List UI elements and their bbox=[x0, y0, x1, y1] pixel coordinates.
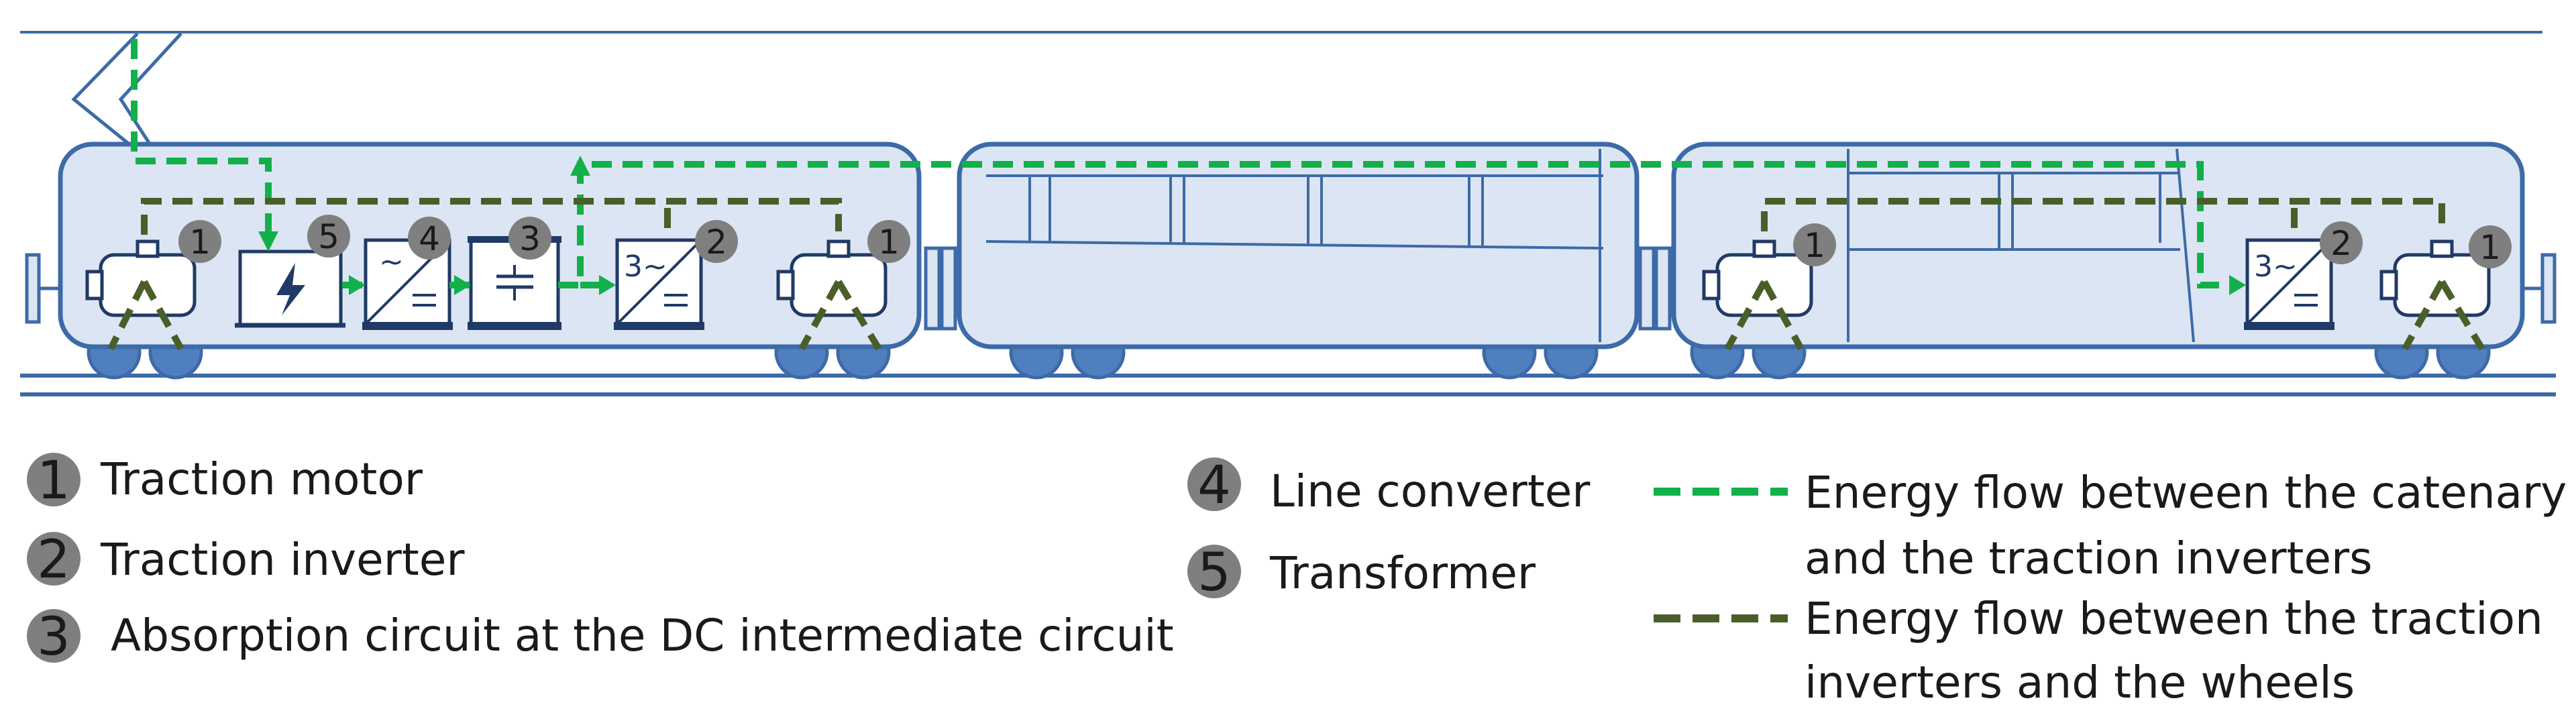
pantograph-arm bbox=[118, 32, 182, 152]
svg-text:2: 2 bbox=[2330, 224, 2352, 263]
line-converter-ac-symbol: ~ bbox=[379, 245, 404, 279]
legend-label-absorption-circuit: Absorption circuit at the DC intermediat… bbox=[111, 610, 1174, 661]
legend-item-2: 2 Traction inverter bbox=[27, 530, 465, 590]
pantograph bbox=[71, 32, 139, 152]
car-2-windows bbox=[985, 149, 1604, 342]
legend-flow-catenary: Energy flow between the catenary and the… bbox=[1654, 467, 2567, 584]
svg-text:1: 1 bbox=[37, 451, 70, 511]
legend-flow-wheels: Energy flow between the traction inverte… bbox=[1654, 593, 2543, 708]
svg-text:2: 2 bbox=[37, 530, 70, 590]
legend-item-1: 1 Traction motor bbox=[27, 451, 423, 511]
legend-item-5: 5 Transformer bbox=[1187, 543, 1536, 603]
coupler-mid-1 bbox=[924, 246, 957, 331]
legend-label-traction-motor: Traction motor bbox=[100, 453, 423, 505]
coupler-mid-2 bbox=[1638, 246, 1672, 331]
legend-label-transformer: Transformer bbox=[1269, 547, 1536, 599]
inverter-2-symbol: 3~ bbox=[2254, 250, 2298, 284]
badge-transformer: 5 bbox=[307, 215, 350, 258]
inverter-1-symbol: 3~ bbox=[624, 250, 667, 284]
badge-absorption: 3 bbox=[508, 217, 551, 260]
badge-inverter-1: 2 bbox=[695, 220, 738, 263]
svg-text:Energy flow between the tracti: Energy flow between the traction bbox=[1805, 593, 2543, 645]
wheel-energy-flow bbox=[107, 198, 2485, 351]
badge-motor-1: 1 bbox=[178, 220, 221, 263]
svg-text:and the traction inverters: and the traction inverters bbox=[1805, 533, 2373, 584]
svg-text:1: 1 bbox=[1804, 226, 1825, 265]
badge-inverter-2: 2 bbox=[2320, 221, 2363, 264]
svg-text:5: 5 bbox=[318, 217, 339, 256]
svg-text:3: 3 bbox=[37, 607, 70, 667]
svg-text:1: 1 bbox=[878, 223, 900, 262]
badge-line-converter: 4 bbox=[408, 217, 451, 260]
svg-text:3: 3 bbox=[519, 219, 541, 258]
traction-inverter-icon-1: 3~ bbox=[614, 238, 704, 330]
coupler-left bbox=[25, 253, 60, 324]
badge-motor-4: 1 bbox=[2469, 225, 2512, 268]
traction-inverter-icon-2: 3~ bbox=[2244, 238, 2334, 330]
legend-item-4: 4 Line converter bbox=[1187, 455, 1591, 517]
badge-motor-3: 1 bbox=[1793, 223, 1836, 266]
legend-label-traction-inverter: Traction inverter bbox=[100, 534, 465, 586]
transformer-icon bbox=[235, 250, 345, 328]
svg-text:2: 2 bbox=[706, 223, 727, 262]
legend-label-line-converter: Line converter bbox=[1270, 465, 1591, 517]
svg-text:4: 4 bbox=[1197, 455, 1231, 516]
coupler-right bbox=[2522, 253, 2557, 324]
svg-text:inverters and the wheels: inverters and the wheels bbox=[1805, 657, 2355, 708]
badge-motor-2: 1 bbox=[867, 220, 910, 263]
catenary-flow-arrowheads bbox=[258, 156, 2246, 295]
legend-item-3: 3 Absorption circuit at the DC intermedi… bbox=[27, 607, 1174, 667]
svg-text:4: 4 bbox=[419, 219, 440, 258]
svg-text:1: 1 bbox=[2479, 228, 2501, 267]
svg-text:Energy flow between the catena: Energy flow between the catenary bbox=[1805, 467, 2567, 518]
svg-text:1: 1 bbox=[189, 223, 211, 262]
svg-text:5: 5 bbox=[1197, 543, 1231, 603]
car-3-windows bbox=[1847, 148, 2195, 343]
